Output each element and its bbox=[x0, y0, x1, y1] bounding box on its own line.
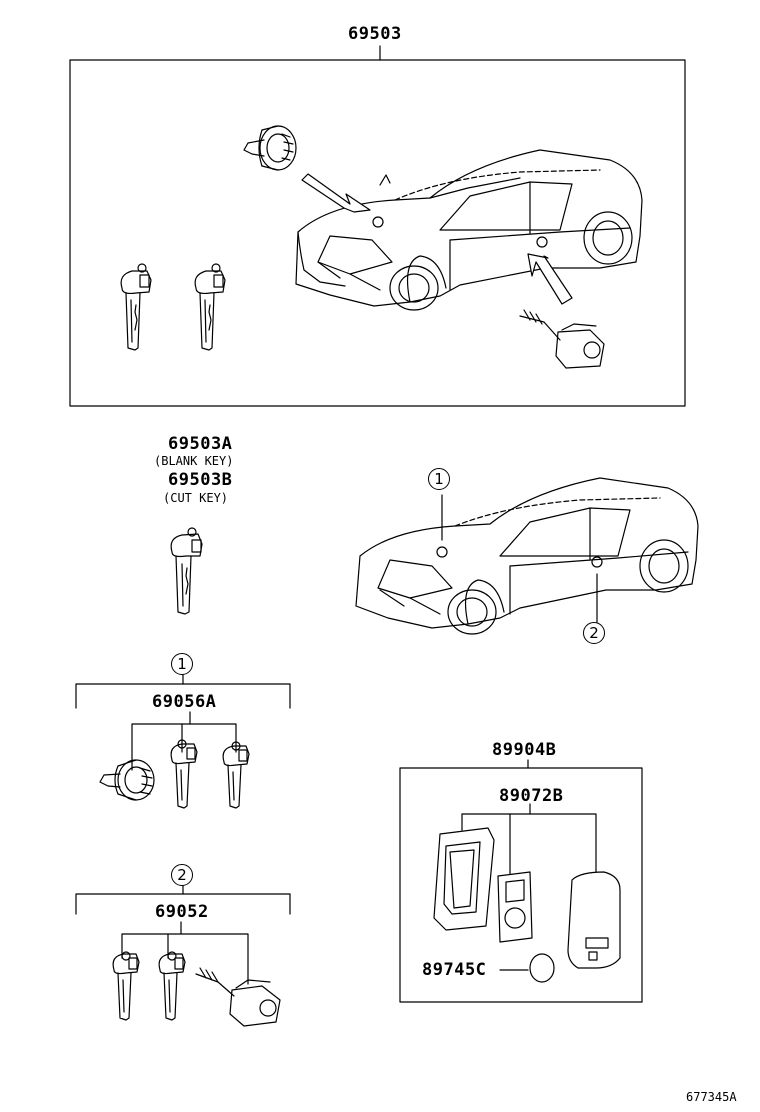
key-illustration-set1-a bbox=[170, 739, 198, 809]
callout-1-vehicle: 1 bbox=[428, 468, 450, 490]
callout-arrow-door bbox=[527, 253, 573, 305]
door-lock-cylinder-illustration-set2 bbox=[195, 967, 281, 1027]
kit-69503-box bbox=[69, 45, 686, 407]
part-number-69052: 69052 bbox=[155, 902, 209, 922]
key-illustration-top-right bbox=[194, 263, 226, 351]
vehicle-illustration-top bbox=[295, 149, 643, 311]
bracket-69056A bbox=[75, 673, 291, 771]
key-illustration-set1-b bbox=[222, 741, 250, 809]
callout-2-set: 2 bbox=[171, 864, 193, 886]
key-illustration-set2-a bbox=[112, 951, 140, 1021]
vehicle-illustration-middle bbox=[355, 477, 699, 635]
note-blank-key: (BLANK KEY) bbox=[154, 454, 234, 468]
transmitter-housing-illustration bbox=[433, 827, 495, 931]
bracket-69052 bbox=[75, 885, 291, 985]
part-number-89072B: 89072B bbox=[499, 786, 564, 806]
transmitter-board-illustration bbox=[497, 871, 533, 943]
part-number-89904B: 89904B bbox=[492, 740, 557, 760]
battery-illustration bbox=[499, 953, 555, 983]
note-cut-key: (CUT KEY) bbox=[163, 491, 229, 505]
part-number-69503B: 69503B bbox=[168, 470, 233, 490]
part-number-69503A: 69503A bbox=[168, 434, 233, 454]
part-number-69503: 69503 bbox=[348, 24, 402, 44]
key-illustration-69503 bbox=[170, 527, 203, 615]
door-lock-cylinder-illustration-top bbox=[519, 309, 605, 369]
part-number-69056A: 69056A bbox=[152, 692, 217, 712]
transmitter-box-89904B bbox=[399, 759, 643, 1003]
key-illustration-set2-b bbox=[158, 951, 186, 1021]
callout-2-vehicle: 2 bbox=[583, 622, 605, 644]
callout-1-set: 1 bbox=[171, 653, 193, 675]
key-illustration-top-left bbox=[120, 263, 152, 351]
callout-arrow-hood bbox=[301, 173, 371, 213]
ignition-cylinder-illustration bbox=[243, 125, 297, 171]
transmitter-cover-illustration bbox=[567, 871, 621, 969]
part-number-89745C: 89745C bbox=[422, 960, 487, 980]
ignition-cylinder-illustration-set1 bbox=[99, 759, 155, 801]
diagram-reference-number: 677345A bbox=[686, 1090, 737, 1104]
